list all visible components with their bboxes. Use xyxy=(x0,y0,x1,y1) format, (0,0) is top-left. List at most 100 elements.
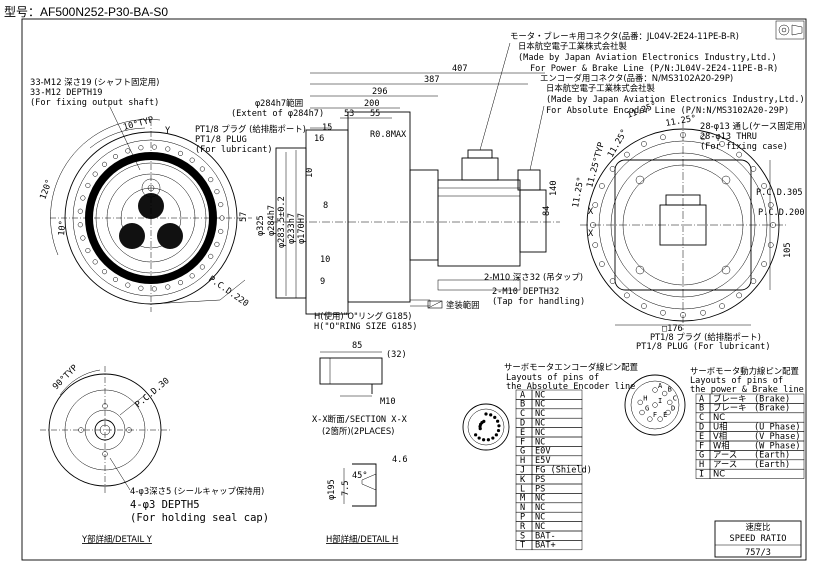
dim-m10: M10 xyxy=(380,397,396,407)
bolt-hole xyxy=(101,269,108,275)
bolt-hole xyxy=(761,183,767,189)
encoder-connector-face xyxy=(462,403,510,451)
plug-bottom-en: PT1/8 PLUG (For lubricant) xyxy=(636,342,771,352)
connector-pin xyxy=(497,424,501,428)
bolt-hole xyxy=(165,284,171,290)
pin-letter: A xyxy=(699,394,705,404)
bolt-hole xyxy=(719,303,725,309)
dim-sq176: □176 xyxy=(662,324,683,334)
bolt-hole xyxy=(101,161,108,167)
dim-16: 16 xyxy=(314,134,324,144)
encoder-table-title-en1: Layouts of pins of xyxy=(506,373,599,383)
bolt-hole xyxy=(700,309,706,316)
paint-legend-label: 塗装範囲 xyxy=(446,300,480,310)
bolt-hole xyxy=(125,282,131,288)
connector-pin: D xyxy=(665,405,675,416)
detail-y xyxy=(40,366,170,494)
section-marker-x1: X xyxy=(588,207,594,217)
bolt-hole xyxy=(177,150,184,156)
bolt-hole xyxy=(767,202,774,208)
dim-85: 85 xyxy=(352,341,362,351)
pin-letter: G xyxy=(520,447,525,457)
pin-signal: E5V xyxy=(535,456,551,466)
pin-signal: ブレーキ xyxy=(713,403,747,413)
pcd200-label: P.C.D.200 xyxy=(758,208,805,218)
pin-letter: E xyxy=(699,432,704,442)
dim-8: 8 xyxy=(323,201,328,211)
plug-top-jp: PT1/8 プラグ (給排脂ポート) xyxy=(195,124,306,134)
pin-signal: NC xyxy=(535,419,545,429)
angle-1125-top: 11.25° xyxy=(665,114,697,129)
bolt-hole xyxy=(80,235,86,241)
bolt-hole xyxy=(112,153,119,160)
bolt-hole xyxy=(151,144,157,150)
pin-letter: F xyxy=(699,441,704,451)
pin-signal-en: (Brake) xyxy=(754,404,790,414)
pin-signal: FG (Shield) xyxy=(535,466,592,476)
right-hole-jp: 28-φ13 通し(ケース固定用) xyxy=(700,121,806,131)
bolt-hole xyxy=(199,264,205,270)
dim-phi195: φ195 xyxy=(327,479,337,500)
bolt-hole xyxy=(609,278,616,284)
speed-ratio-box: 速度比 SPEED RATIO 757/3 xyxy=(714,520,802,558)
drawing-frame xyxy=(21,18,807,561)
left-pcd-label: P.C.D.220 xyxy=(206,274,250,309)
dim-57: 57 xyxy=(239,212,249,222)
pin-signal: V相 xyxy=(713,431,727,441)
connector-pin xyxy=(496,419,500,423)
connector-pin xyxy=(474,433,478,437)
side-view xyxy=(270,111,560,315)
encoder-connector-jp: エンコーダ用コネクタ(品番：N/MS3102A20-29P) xyxy=(540,73,733,83)
encoder-table-title-en2: the Absolute Encoder line xyxy=(506,382,635,392)
bolt-hole xyxy=(624,151,630,158)
dim-9: 9 xyxy=(320,277,325,287)
bolt-hole xyxy=(208,177,214,183)
pin-signal-en: (Earth) xyxy=(754,451,790,461)
dim-phi233: φ233h7 xyxy=(287,213,297,244)
bolt-hole xyxy=(189,273,195,279)
motor-maker-jp: 日本航空電子工業株式会社製 xyxy=(518,41,627,51)
bolt-hole xyxy=(592,242,599,248)
bolt-hole xyxy=(151,286,157,292)
bolt-hole xyxy=(208,253,214,259)
phi284-extent-en: (Extent of φ284h7) xyxy=(231,109,324,119)
pin-letter: H xyxy=(699,460,704,470)
left-hole-label-en1: 33-M12 DEPTH19 xyxy=(30,88,102,98)
pin-letter: D xyxy=(699,423,704,433)
angle-1125-c: 11.25° xyxy=(571,176,586,208)
bolt-hole xyxy=(660,134,666,141)
pin-signal: U相 xyxy=(713,422,728,432)
connector-pin: E xyxy=(657,411,667,422)
pin-letter: G xyxy=(699,451,704,461)
angle-10-label: 10° xyxy=(57,220,68,236)
bolt-hole xyxy=(592,202,599,208)
svg-text:D: D xyxy=(671,405,675,413)
connector-pin xyxy=(493,415,497,419)
detail-y-hole-en1: 4-φ3 DEPTH5 xyxy=(130,499,200,511)
dim-407: 407 xyxy=(452,64,468,74)
pin-letter: A xyxy=(520,390,526,400)
pin-letter: T xyxy=(520,541,525,551)
power-table-title-en1: Layouts of pins of xyxy=(690,376,783,386)
paint-legend-swatch xyxy=(427,300,443,309)
bolt-hole xyxy=(609,166,616,172)
speed-ratio-en: SPEED RATIO xyxy=(730,534,787,544)
bolt-hole xyxy=(218,202,224,208)
detail-h xyxy=(343,463,377,507)
projection-symbol xyxy=(775,20,805,40)
pin-signal: NC xyxy=(535,503,545,513)
pin-signal-en: (W Phase) xyxy=(754,441,801,451)
section-sub: (2箇所)(2PLACES) xyxy=(322,426,394,436)
pin-letter: J xyxy=(520,466,525,476)
dim-10-bottom: 10 xyxy=(320,255,330,265)
motor-connector-en: For Power & Brake Line (P/N:JL04V-2E24-1… xyxy=(530,64,778,74)
dim-387: 387 xyxy=(424,75,440,85)
connector-pin: A xyxy=(652,382,663,393)
